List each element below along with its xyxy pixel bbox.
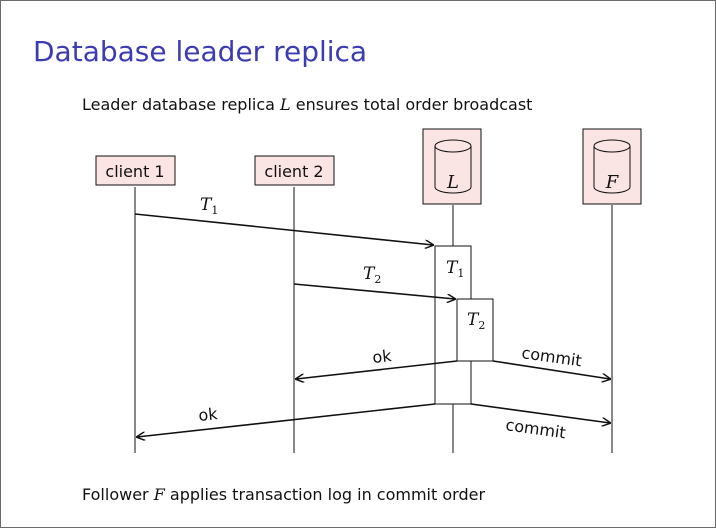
activation-t2 <box>456 298 494 362</box>
database-follower: F <box>582 128 642 205</box>
database-icon-top <box>434 139 472 153</box>
participant-label: client 2 <box>264 162 323 181</box>
intro-before: Leader database replica <box>82 95 281 114</box>
message-arrow <box>134 213 433 245</box>
slide-title: Database leader replica <box>33 35 368 68</box>
participant-client2: client 2 <box>254 155 335 186</box>
message-label: commit <box>504 415 567 442</box>
database-icon-top <box>593 139 631 153</box>
intro-text: Leader database replica L ensures total … <box>82 95 532 114</box>
message-arrow <box>296 360 458 379</box>
message-arrow <box>293 283 455 299</box>
participant-label: client 1 <box>105 162 164 181</box>
database-icon <box>434 146 472 194</box>
database-icon <box>593 146 631 194</box>
footer-before: Follower <box>82 485 154 504</box>
footer-symbol: F <box>153 485 165 504</box>
footer-after: applies transaction log in commit order <box>164 485 486 504</box>
footer-text: Follower F applies transaction log in co… <box>82 485 485 504</box>
intro-symbol: L <box>280 95 291 114</box>
message-label: ok <box>197 404 219 425</box>
database-label: F <box>605 172 620 193</box>
message-label: T1 <box>200 195 218 217</box>
database-leader: L <box>422 128 482 205</box>
activation-label: T2 <box>467 310 485 332</box>
message-label: ok <box>371 346 393 367</box>
activation-label: T1 <box>446 258 464 280</box>
database-label: L <box>446 172 459 193</box>
participant-client1: client 1 <box>95 155 176 186</box>
message-label: T2 <box>363 264 381 286</box>
message-arrow <box>137 403 436 437</box>
message-arrow <box>492 360 610 379</box>
intro-after: ensures total order broadcast <box>290 95 533 114</box>
message-arrow <box>470 403 610 423</box>
